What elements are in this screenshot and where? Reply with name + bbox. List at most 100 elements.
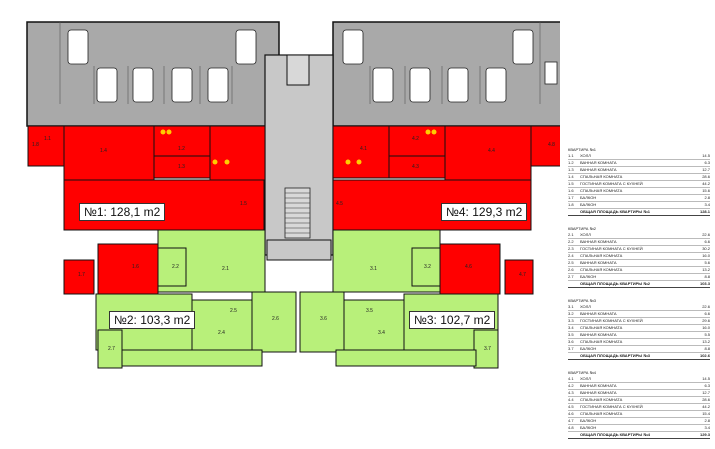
room-number: 3.2 [568, 311, 574, 316]
room-number: 3.5 [568, 332, 574, 337]
room-name: ГОСТИНАЯ КОМНАТА С КУХНЕЙ [580, 318, 643, 323]
room-name: БАЛКОН [580, 274, 597, 279]
total-area: 103.3 [699, 281, 710, 286]
room-name: ГОСТИНАЯ КОМНАТА С КУХНЕЙ [580, 246, 643, 251]
schedule-title: КВАРТИРА №4 [568, 370, 597, 375]
room-number-label: 2.2 [172, 264, 179, 270]
room-name: БАЛКОН [580, 425, 597, 430]
room-number-label: 4.7 [519, 272, 526, 278]
room-number: 1.6 [568, 188, 574, 193]
room-name: ВАННАЯ КОМНАТА [580, 332, 617, 337]
room-name: СПАЛЬНАЯ КОМНАТА [580, 411, 623, 416]
room-number: 1.7 [568, 195, 574, 200]
room-number-label: 2.5 [230, 308, 237, 314]
room-number-label: 3.6 [320, 316, 327, 322]
room-number: 1.3 [568, 167, 574, 172]
room-number-label: 4.4 [488, 148, 495, 154]
room-area: 15.6 [702, 188, 710, 193]
room-number-label: 2.1 [222, 266, 229, 272]
schedule-total-row: ОБЩАЯ ПЛОЩАДЬ КВАРТИРЫ №2 103.3 [568, 281, 710, 288]
room-number-label: 3.5 [366, 308, 373, 314]
room-number-label: 3.2 [424, 264, 431, 270]
stair-core [264, 54, 334, 261]
room-number: 1.8 [568, 202, 574, 207]
floor-plan: 1.11.21.31.41.51.61.71.84.14.24.34.44.54… [26, 21, 560, 369]
room-area: 28.6 [702, 174, 710, 179]
schedule-row: 3.1 ХОЛЛ 22.6 [568, 304, 710, 311]
apartment-2-area-label: №2: 103,3 m2 [109, 311, 196, 329]
room-number-label: 3.4 [378, 330, 385, 336]
room-number-label: 1.4 [100, 148, 107, 154]
room-area: 13.2 [702, 339, 710, 344]
total-area: 129.3 [699, 432, 710, 437]
room-area: 22.6 [702, 304, 710, 309]
room-name: СПАЛЬНАЯ КОМНАТА [580, 397, 623, 402]
room-number-label: 3.1 [370, 266, 377, 272]
room-number-label: 4.5 [336, 201, 343, 207]
room-name: ХОЛЛ [580, 304, 591, 309]
room-name: ВАННАЯ КОМНАТА [580, 239, 617, 244]
room-number: 4.5 [568, 404, 574, 409]
schedule-row: 2.5 ВАННАЯ КОМНАТА 5.6 [568, 260, 710, 267]
room-number-label: 3.7 [484, 346, 491, 352]
room-number: 3.4 [568, 325, 574, 330]
room-area: 5.6 [704, 260, 710, 265]
room-number: 4.3 [568, 390, 574, 395]
room-area: 6.6 [704, 311, 710, 316]
room-name: СПАЛЬНАЯ КОМНАТА [580, 325, 623, 330]
apartment-4 [332, 125, 560, 295]
room-area: 44.2 [702, 404, 710, 409]
room-number-label: 2.7 [108, 346, 115, 352]
room-area: 22.6 [702, 232, 710, 237]
room-number: 3.1 [568, 304, 574, 309]
room-number: 4.1 [568, 376, 574, 381]
room-number: 1.4 [568, 174, 574, 179]
room-name: ВАННАЯ КОМНАТА [580, 383, 617, 388]
schedule-title: КВАРТИРА №1 [568, 147, 597, 152]
room-number: 2.1 [568, 232, 574, 237]
apartment-4-area-label: №4: 129,3 m2 [441, 203, 528, 221]
room-number: 4.4 [568, 397, 574, 402]
room-area: 16.0 [702, 253, 710, 258]
room-number: 2.7 [568, 274, 574, 279]
room-number: 3.7 [568, 346, 574, 351]
total-label: ОБЩАЯ ПЛОЩАДЬ КВАРТИРЫ №2 [580, 281, 651, 286]
room-area: 30.2 [702, 246, 710, 251]
total-label: ОБЩАЯ ПЛОЩАДЬ КВАРТИРЫ №4 [580, 432, 651, 437]
room-area: 12.7 [702, 167, 710, 172]
room-area: 3.4 [704, 202, 710, 207]
total-label: ОБЩАЯ ПЛОЩАДЬ КВАРТИРЫ №1 [580, 209, 651, 214]
room-number-label: 4.2 [412, 136, 419, 142]
room-number: 3.6 [568, 339, 574, 344]
room-number: 1.1 [568, 153, 574, 158]
room-number: 2.6 [568, 267, 574, 272]
schedule-row: 4.5 ГОСТИНАЯ КОМНАТА С КУХНЕЙ 44.2 [568, 404, 710, 411]
room-number: 2.5 [568, 260, 574, 265]
room-name: ХОЛЛ [580, 376, 591, 381]
room-name: ГОСТИНАЯ КОМНАТА С КУХНЕЙ [580, 404, 643, 409]
room-area: 2.8 [704, 195, 710, 200]
total-label: ОБЩАЯ ПЛОЩАДЬ КВАРТИРЫ №3 [580, 353, 651, 358]
room-number-label: 1.1 [44, 136, 51, 142]
room-number-label: 4.6 [465, 264, 472, 270]
room-name: ХОЛЛ [580, 153, 591, 158]
room-number-label: 2.6 [272, 316, 279, 322]
room-name: ВАННАЯ КОМНАТА [580, 260, 617, 265]
room-name: ВАННАЯ КОМНАТА [580, 390, 617, 395]
room-area: 6.6 [704, 239, 710, 244]
room-number: 2.3 [568, 246, 574, 251]
